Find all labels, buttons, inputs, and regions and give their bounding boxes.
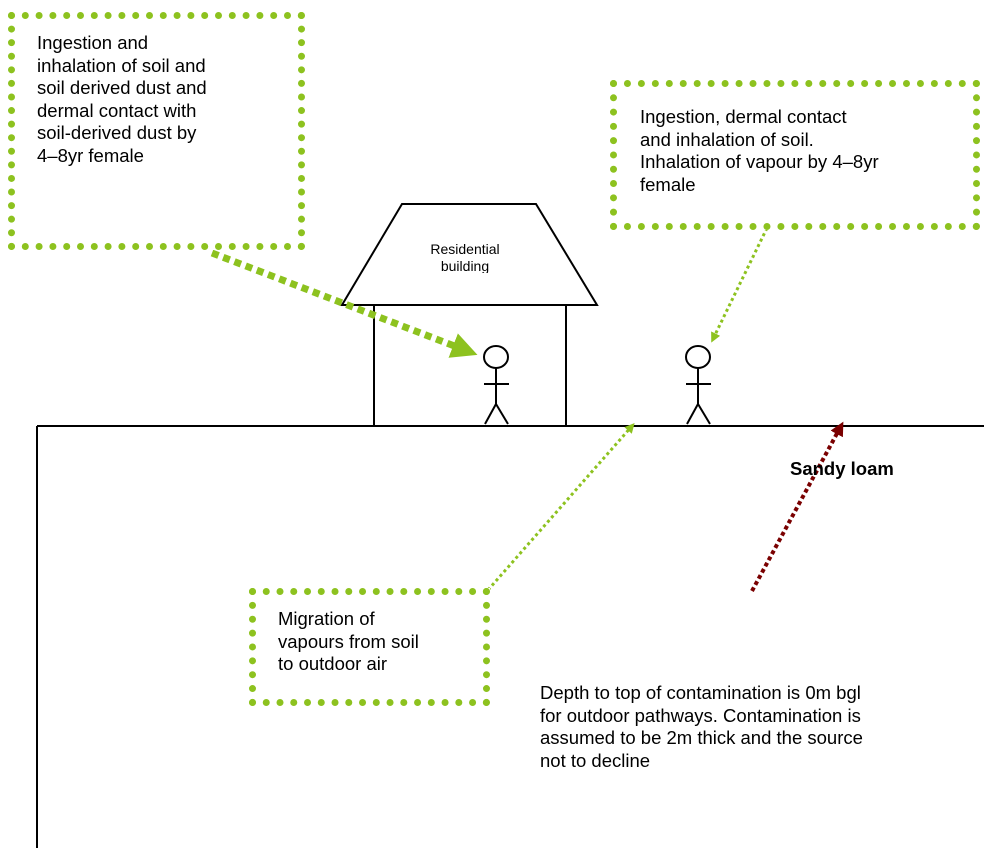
building-label: Residential building — [430, 241, 500, 273]
vapour-migration-box — [249, 588, 490, 706]
indoor-receptor-person-icon — [483, 345, 509, 425]
indoor-receptor-text: Ingestion and inhalation of soil and soi… — [37, 32, 207, 166]
contamination-source-arrow — [750, 421, 844, 592]
vapour-migration-pathway-arrow — [486, 422, 635, 591]
contamination-depth-note: Depth to top of contamination is 0m bgl … — [540, 682, 863, 771]
soil-type-label: Sandy loam — [790, 458, 894, 479]
outdoor-receptor-text: Ingestion, dermal contact and inhalation… — [640, 106, 879, 195]
indoor-receptor-box — [8, 12, 305, 250]
outdoor-receptor-box — [610, 80, 980, 230]
ground-surface — [36, 425, 984, 848]
indoor-exposure-pathway-arrow — [210, 249, 478, 358]
vapour-migration-text: Migration of vapours from soil to outdoo… — [278, 608, 419, 675]
outdoor-exposure-pathway-arrow — [711, 227, 769, 343]
outdoor-receptor-person-icon — [685, 345, 711, 425]
residential-building-icon — [340, 203, 599, 427]
